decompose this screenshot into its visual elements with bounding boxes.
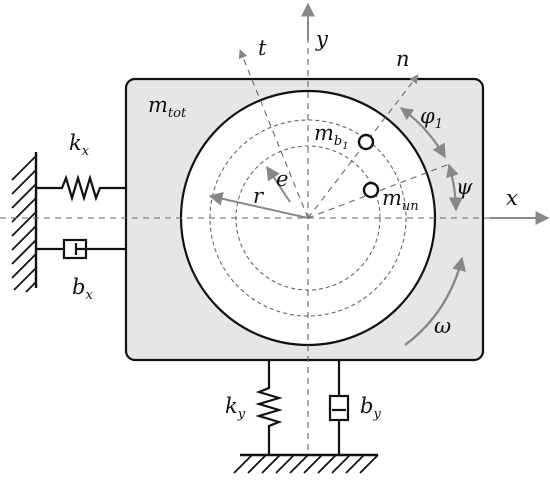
label-mb1: mb1 [314, 121, 349, 152]
e-arrow [266, 165, 291, 203]
spring-ky [255, 360, 283, 455]
label-by: by [360, 394, 381, 422]
label-t: t [258, 36, 267, 60]
label-y: y [315, 27, 329, 51]
label-omega: ω [434, 314, 451, 338]
spring-kx [36, 174, 126, 202]
label-x: x [506, 186, 518, 210]
r-arrow [208, 191, 309, 219]
mass-mun [362, 181, 380, 199]
t-axis-dashed [238, 49, 309, 219]
left-wall [11, 152, 38, 293]
label-kx: kx [69, 131, 90, 159]
label-r: r [253, 184, 265, 208]
phi1-arc [399, 107, 446, 159]
mun-radius-line [307, 162, 453, 219]
label-n: n [396, 47, 410, 71]
label-ky: ky [225, 394, 246, 422]
omega-arc [404, 256, 466, 346]
label-e: e [276, 167, 288, 191]
label-psi: ψ [456, 175, 473, 199]
label-phi1: φ1 [420, 104, 443, 132]
orbit-circle-outer [209, 119, 407, 317]
damper-by [328, 360, 350, 455]
label-mun: mun [382, 186, 419, 214]
mass-mb1 [357, 133, 375, 151]
label-mtot: mtot [148, 93, 187, 121]
psi-arc [446, 163, 463, 212]
ground [233, 453, 379, 474]
damper-bx [36, 238, 126, 260]
label-bx: bx [72, 275, 93, 303]
